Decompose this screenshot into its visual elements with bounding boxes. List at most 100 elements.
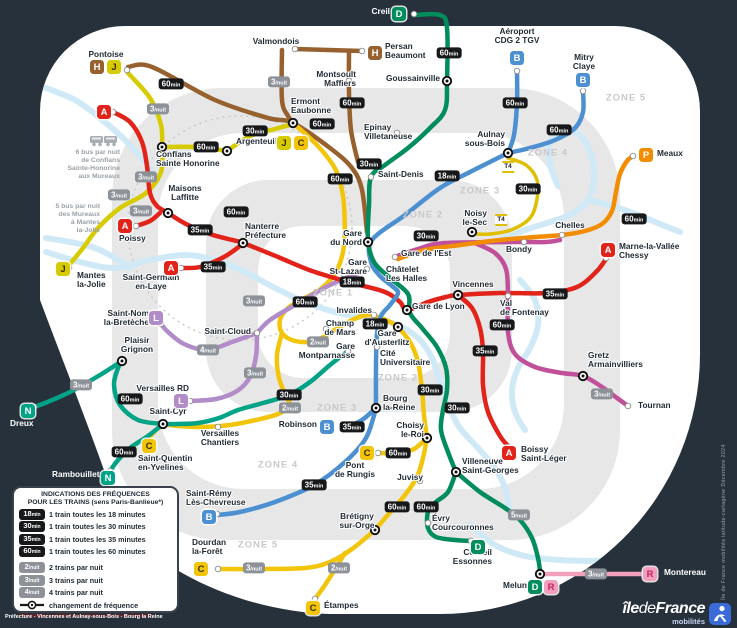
frequency-change-dot-core xyxy=(373,528,377,532)
station-label: Cité Universitaire xyxy=(380,348,431,367)
badge-unit: /nuit xyxy=(515,513,528,520)
station-label: Valmondois xyxy=(252,36,300,46)
frequency-change-dot-core xyxy=(291,121,295,125)
badge-value: 3 xyxy=(246,368,252,378)
night-frequency-badge: 3/nuit xyxy=(69,379,93,391)
badge-unit: min xyxy=(527,187,538,194)
zone-label: ZONE 5 xyxy=(237,539,279,551)
badge-unit: /nuit xyxy=(251,371,264,378)
station-dot xyxy=(370,311,378,319)
badge-unit: min xyxy=(235,210,246,217)
frequency-change-dot-core xyxy=(445,79,449,83)
route-line-t4 xyxy=(475,156,540,237)
badge-value: 5 xyxy=(510,510,516,520)
badge-value: 30 xyxy=(279,390,289,400)
station-label: Epinay Villetaneuse xyxy=(364,122,413,141)
route-line-n xyxy=(31,358,125,410)
frequency-change-dot-core xyxy=(396,325,400,329)
badge-unit: /nuit xyxy=(115,193,128,200)
badge-unit: min xyxy=(321,122,332,129)
station-dot xyxy=(629,152,637,160)
station-label: Villeneuve Saint-Georges xyxy=(462,456,519,475)
station-label: Montsoult Maffiers xyxy=(316,69,356,88)
badge-unit: min xyxy=(397,451,408,458)
badge-value: 60 xyxy=(388,448,398,458)
route-line-a xyxy=(178,240,246,271)
badge-value: 60 xyxy=(342,98,352,108)
station-label: Gretz Armainvilliers xyxy=(588,350,643,369)
station-dot xyxy=(345,77,353,85)
frequency-badge: 30min xyxy=(276,389,302,401)
frequency-badge: 60min xyxy=(292,296,318,308)
frequency-badge: 60min xyxy=(327,173,353,185)
frequency-badge: 18min xyxy=(339,276,365,288)
zone-label: ZONE 3 xyxy=(316,402,358,414)
badge-value: 18 xyxy=(437,171,447,181)
route-line-h xyxy=(346,49,361,165)
legend-box: INDICATIONS DES FRÉQUENCES POUR LES TRAI… xyxy=(12,486,179,619)
station-label: Meaux xyxy=(657,148,683,158)
line-bullet-d: D xyxy=(471,540,485,554)
frequency-badge: 30min xyxy=(413,230,439,242)
badge-unit: min xyxy=(288,393,299,400)
badge-value: 60 xyxy=(226,207,236,217)
station-label: Châtelet Les Halles xyxy=(386,264,428,283)
station-dot xyxy=(513,67,521,75)
station-label: Conflans Sainte Honorine xyxy=(156,149,220,168)
badge-value: 60 xyxy=(505,98,515,108)
station-label: Poissy xyxy=(119,233,146,243)
night-frequency-badge: 2/nuit xyxy=(306,336,330,348)
frequency-change-dot-core xyxy=(425,436,429,440)
station-label: Persan Beaumont xyxy=(385,41,426,60)
legend-row-label: 4 trains par nuit xyxy=(49,588,103,598)
frequency-badge: 30min xyxy=(356,158,382,170)
station-label: Saint-Denis xyxy=(378,169,424,179)
frequency-badge: 35min xyxy=(339,421,365,433)
frequency-change-dot-core xyxy=(506,151,510,155)
line-bullet-a: A xyxy=(164,261,178,275)
line-bullet-h: H xyxy=(368,46,382,60)
badge-value: 60 xyxy=(416,502,426,512)
frequency-badge: 35min xyxy=(542,288,568,300)
frequency-change-icon xyxy=(20,600,44,610)
station-label: Tournan xyxy=(638,400,671,410)
frequency-badge: 60min xyxy=(111,446,137,458)
station-dot xyxy=(363,265,371,273)
station-label: Brétigny sur-Orge xyxy=(339,511,375,530)
frequency-change-dot-core xyxy=(120,359,124,363)
station-dot xyxy=(214,565,222,573)
line-bullet-c: C xyxy=(294,136,308,150)
frequency-change-dot-core xyxy=(538,572,542,576)
night-frequency-badge: 3/nuit xyxy=(590,388,614,400)
station-label: Val de Fontenay xyxy=(500,298,549,317)
badge-value: 3 xyxy=(132,206,138,216)
station-label: Étampes xyxy=(324,600,359,610)
line-bullet-j: J xyxy=(277,136,291,150)
badge-unit: /nuit xyxy=(286,406,299,413)
station-label: Gare St-Lazare xyxy=(329,257,367,276)
station-dot xyxy=(391,253,399,261)
badge-value: 3 xyxy=(245,563,251,573)
route-line-b xyxy=(366,150,511,411)
route-line-c xyxy=(160,330,293,430)
station-dot xyxy=(410,10,418,18)
line-bullet-d: D xyxy=(528,580,542,594)
station-label: Saint-Cyr xyxy=(149,406,187,416)
station-label: Invalides xyxy=(336,305,372,315)
badge-unit: min xyxy=(339,177,350,184)
badge-value: 35 xyxy=(545,289,555,299)
station-label: Champ de Mars xyxy=(324,318,356,337)
route-line-a xyxy=(455,292,512,450)
badge-unit: min xyxy=(425,234,436,241)
line-bullet-n: N xyxy=(21,404,35,418)
legend-row-label: 3 trains par nuit xyxy=(49,575,103,585)
badge-value: 3 xyxy=(72,380,78,390)
station-label: Vincennes xyxy=(452,279,494,289)
line-bullet-d: D xyxy=(392,7,406,21)
badge-unit: min xyxy=(484,349,495,356)
